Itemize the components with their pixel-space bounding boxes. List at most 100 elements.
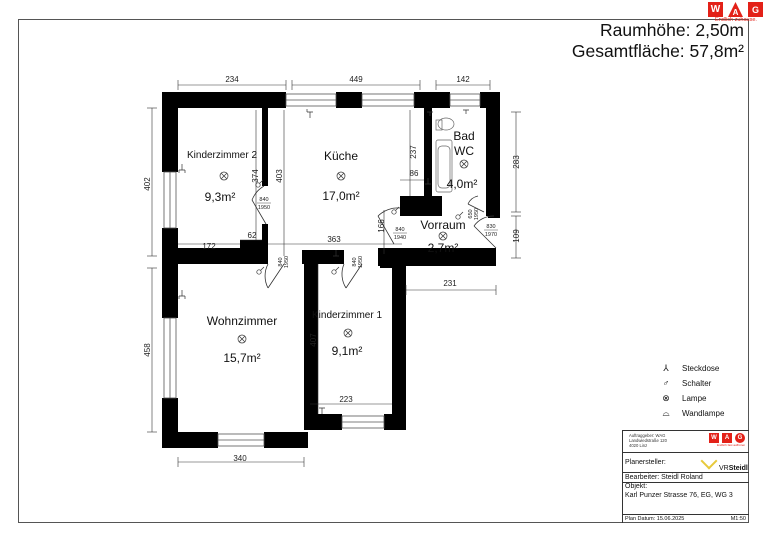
svg-text:A: A (733, 8, 739, 17)
svg-text:86: 86 (410, 169, 419, 178)
socket-icon (319, 407, 325, 414)
triangle-icon: A (728, 2, 743, 17)
logo-letter-a: A (722, 433, 732, 443)
lamp-icon (459, 159, 469, 169)
lamp-icon (219, 171, 229, 181)
lamp-icon (336, 171, 346, 181)
room-name-vorraum: Vorraum (420, 218, 465, 232)
room-name-bad-1: Bad (453, 129, 474, 143)
svg-text:1940: 1940 (394, 235, 406, 241)
socket-icon (333, 250, 339, 257)
windows (163, 93, 481, 447)
brand-tagline: Endlich zuhause. (715, 17, 757, 23)
svg-text:402: 402 (143, 177, 152, 191)
planner-section: Planersteller: VRSteidl (623, 452, 749, 473)
editor: Bearbeiter: Steidl Roland (625, 474, 703, 481)
title-block: Auftraggeber: WAG Landwiedstraße 120 402… (622, 430, 749, 523)
switch-icon (255, 179, 264, 188)
door-label-kz2: 840 1950 (257, 197, 271, 211)
svg-text:1950: 1950 (284, 256, 290, 268)
planner-logo-name: Steidl (728, 465, 748, 472)
room-name-kueche: Küche (324, 149, 358, 163)
client-city: 4020 Linz (629, 443, 648, 448)
legend-label: Lampe (682, 394, 707, 403)
room-area-kueche: 17,0m² (322, 189, 359, 203)
client-section: Auftraggeber: WAG Landwiedstraße 120 402… (623, 431, 749, 453)
room-area-bad: 4,0m² (447, 177, 478, 191)
svg-text:374: 374 (251, 169, 260, 183)
date-section: Plan Datum: 15.06.2025 M1:50 (623, 515, 749, 524)
switch-icons (255, 179, 464, 275)
room-area-kz1: 9,1m² (332, 344, 363, 358)
client-address: Auftraggeber: WAG Landwiedstraße 120 402… (629, 433, 667, 448)
svg-text:363: 363 (327, 235, 341, 244)
socket-icon (425, 178, 431, 185)
svg-text:830: 830 (486, 224, 495, 230)
wall-lamp-icon: ⌓ (662, 408, 670, 418)
object-address: Karl Punzer Strasse 76, EG, WG 3 (625, 492, 733, 499)
lamp-icon: ⊗ (662, 393, 670, 403)
summary-header: Raumhöhe: 2,50m Gesamtfläche: 57,8m² (572, 20, 744, 62)
svg-text:1950: 1950 (474, 208, 480, 220)
plan-scale: M1:50 (730, 516, 746, 522)
legend-label: Wandlampe (682, 409, 725, 418)
lamp-icon (237, 334, 247, 344)
room-height: Raumhöhe: 2,50m (600, 20, 744, 40)
socket-icon: ⅄ (663, 363, 669, 373)
svg-text:223: 223 (339, 395, 353, 404)
logo-letter-g: G (735, 433, 745, 443)
dimension-labels: 234 449 142 402 458 283 109 340 231 374 … (143, 75, 521, 463)
svg-text:62: 62 (248, 231, 257, 240)
socket-icon (178, 164, 186, 173)
socket-icon (178, 290, 186, 299)
dimension-lines (147, 80, 521, 467)
svg-text:283: 283 (512, 155, 521, 169)
svg-text:340: 340 (233, 454, 247, 463)
room-name-kz1: Kinderzimmer 1 (312, 310, 382, 321)
svg-text:G: G (752, 5, 759, 15)
switch-icon (256, 266, 265, 275)
svg-text:109: 109 (512, 229, 521, 243)
room-name-wohn: Wohnzimmer (207, 314, 277, 328)
planner-logo-prefix: VR (719, 465, 729, 472)
svg-text:231: 231 (443, 279, 457, 288)
svg-text:142: 142 (456, 75, 470, 84)
switch-icon (331, 266, 340, 275)
switch-icon: ♂ (662, 378, 670, 388)
legend-item-switch: ♂ Schalter (663, 376, 724, 391)
svg-text:172: 172 (202, 242, 216, 251)
switch-icon (391, 206, 400, 215)
svg-text:650: 650 (468, 209, 474, 218)
svg-text:407: 407 (309, 333, 318, 347)
legend-item-socket: ⅄ Steckdose (663, 361, 724, 376)
svg-text:1970: 1970 (485, 232, 497, 238)
svg-text:840: 840 (259, 197, 268, 203)
svg-text:449: 449 (349, 75, 363, 84)
logo-letter-a: A (728, 2, 743, 17)
legend-item-wall-lamp: ⌓ Wandlampe (662, 406, 725, 421)
logo-letter-w: W (709, 433, 719, 443)
legend-label: Schalter (682, 379, 712, 388)
lamp-icon (343, 328, 353, 338)
object-label: Objekt: (625, 483, 648, 490)
switch-icon (455, 211, 464, 220)
lamp-icon (438, 231, 448, 241)
door-swings (251, 185, 497, 289)
svg-text:1950: 1950 (258, 205, 270, 211)
walls (162, 92, 500, 448)
client-street: Landwiedstraße 120 (629, 438, 667, 443)
svg-text:403: 403 (275, 169, 284, 183)
svg-text:1950: 1950 (358, 256, 364, 268)
room-labels: Kinderzimmer 2 9,3m² Küche 17,0m² Bad WC… (187, 129, 477, 365)
room-area-kz2: 9,3m² (205, 190, 236, 204)
socket-icons (178, 109, 469, 414)
socket-icon (427, 111, 433, 116)
room-area-vorraum: 2,7m² (428, 241, 459, 255)
legend-label: Steckdose (682, 364, 720, 373)
legend-item-lamp: ⊗ Lampe (662, 391, 724, 406)
